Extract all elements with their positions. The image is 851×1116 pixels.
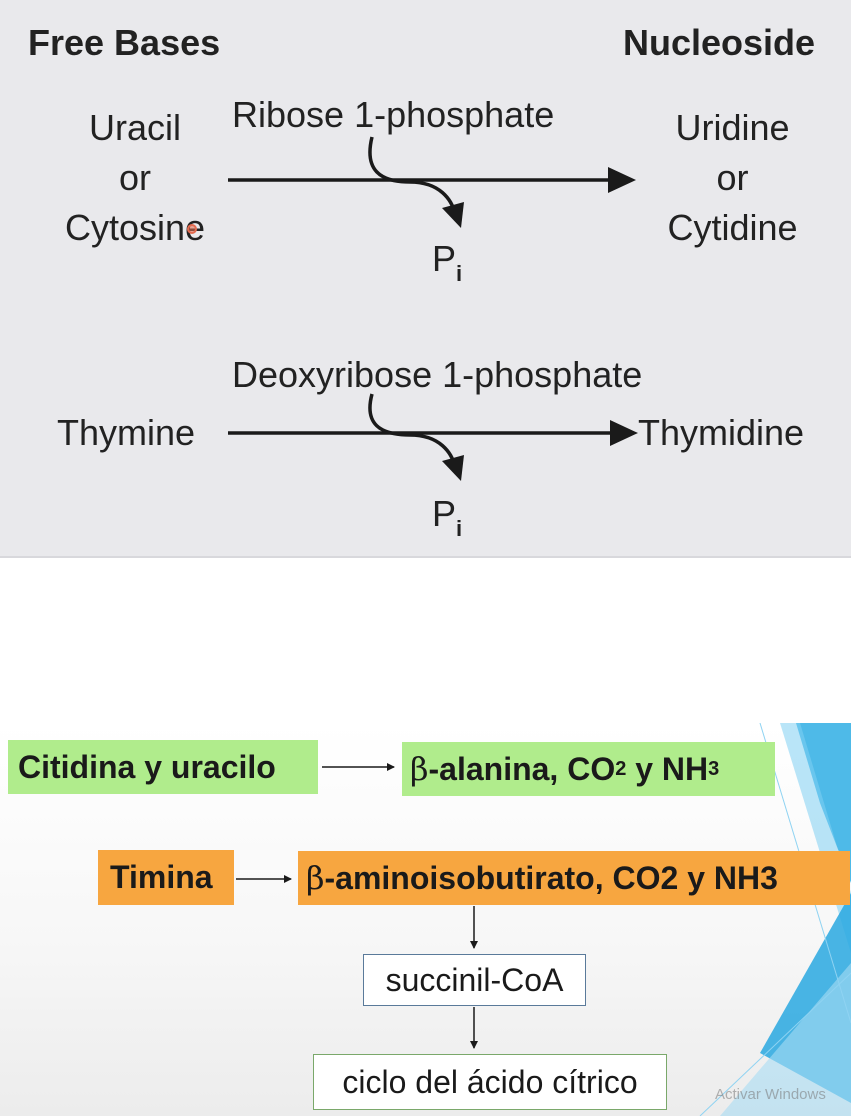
activate-windows-watermark: Activar Windows [715,1086,826,1103]
